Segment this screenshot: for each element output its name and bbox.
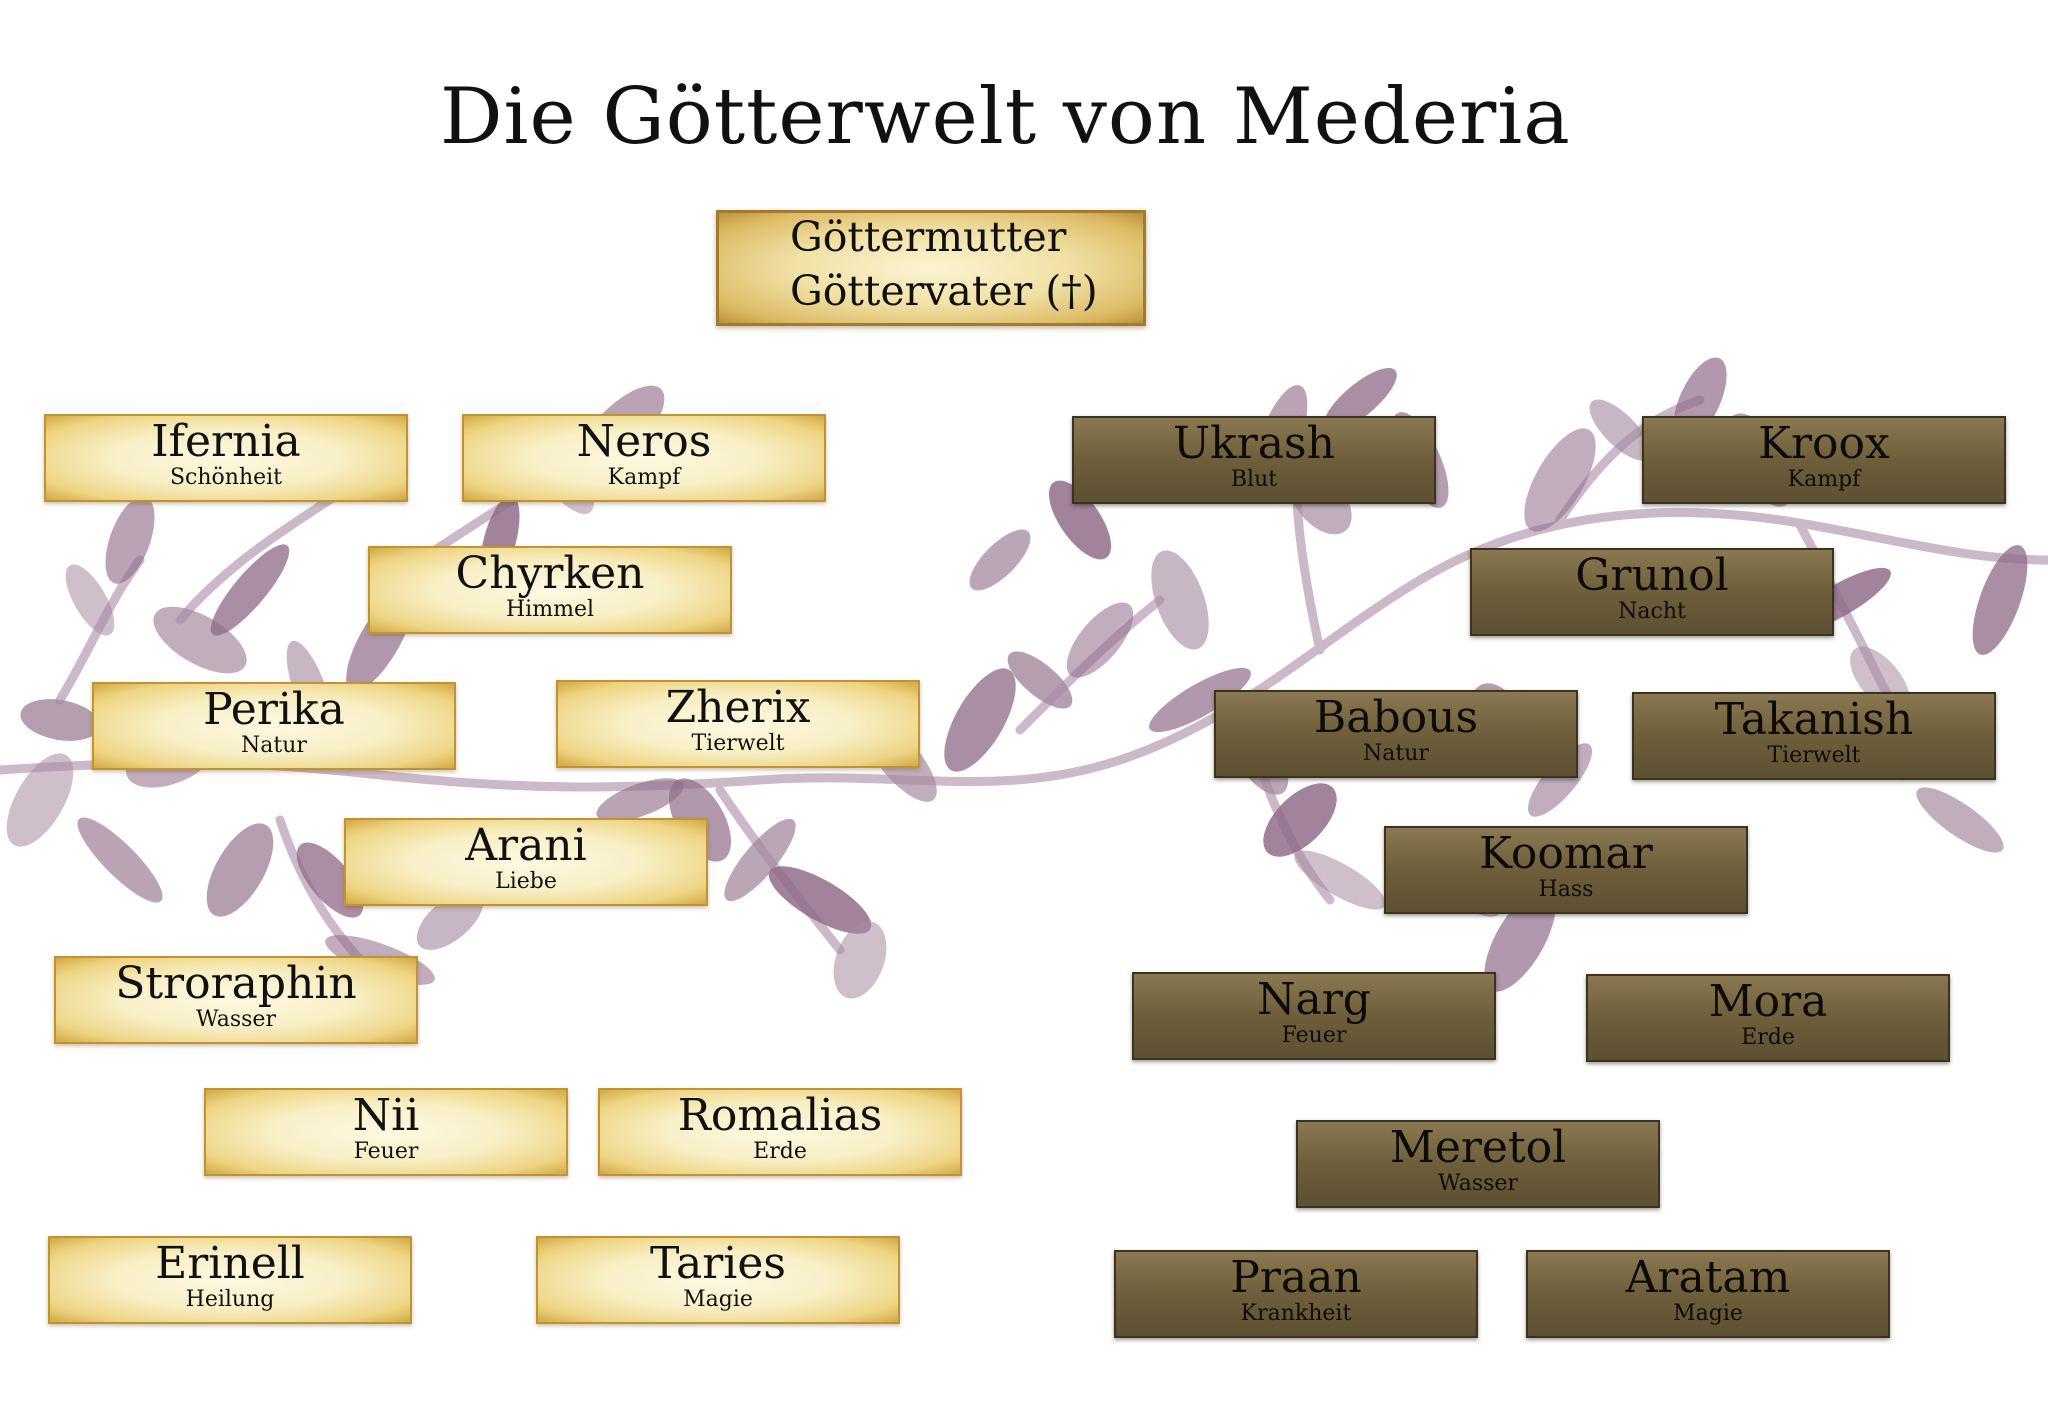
god-name: Erinell [155, 1238, 305, 1289]
god-domain: Kampf [1787, 467, 1861, 492]
leaf [1066, 602, 1134, 678]
leaf [77, 817, 163, 903]
god-tag-aratam: Aratam Magie [1526, 1250, 1890, 1338]
god-name: Perika [203, 684, 345, 735]
god-name: Ukrash [1173, 418, 1335, 469]
leaf [65, 564, 115, 636]
god-tag-mora: Mora Erde [1586, 974, 1950, 1062]
god-tag-ukrash: Ukrash Blut [1072, 416, 1436, 504]
god-domain: Krankheit [1240, 1301, 1352, 1326]
god-name: Chyrken [455, 548, 645, 599]
god-tag-grunol: Grunol Nacht [1470, 548, 1834, 636]
leaf [6, 753, 74, 847]
god-name: Ifernia [151, 416, 301, 467]
god-domain: Kampf [607, 465, 681, 490]
god-tag-ifernia: Ifernia Schönheit [44, 414, 408, 502]
god-domain: Magie [683, 1287, 753, 1312]
god-name: Taries [650, 1238, 786, 1289]
god-tag-nii: Nii Feuer [204, 1088, 568, 1176]
leaf [1484, 888, 1556, 992]
page-title: Die Götterwelt von Mederia [440, 72, 1571, 162]
leaf [1151, 550, 1209, 650]
god-domain: Nacht [1618, 599, 1686, 624]
god-domain: Tierwelt [1767, 743, 1861, 768]
god-tag-narg: Narg Feuer [1132, 972, 1496, 1060]
leaf [1048, 480, 1112, 560]
leaf [969, 529, 1031, 591]
god-domain: Tierwelt [691, 731, 785, 756]
god-domain: Wasser [1438, 1171, 1518, 1196]
god-name: Babous [1313, 692, 1479, 743]
god-tag-neros: Neros Kampf [462, 414, 826, 502]
god-domain: Wasser [196, 1007, 276, 1032]
god-domain: Erde [753, 1139, 807, 1164]
god-name: Zherix [665, 682, 811, 733]
leaf [1524, 428, 1596, 532]
god-tag-erinell: Erinell Heilung [48, 1236, 412, 1324]
god-domain: Feuer [1281, 1023, 1347, 1048]
god-tag-praan: Praan Krankheit [1114, 1250, 1478, 1338]
god-name: Koomar [1479, 828, 1653, 879]
god-name: Mora [1708, 976, 1828, 1027]
god-name: Kroox [1758, 418, 1890, 469]
leaf [724, 818, 796, 902]
god-domain: Blut [1230, 467, 1278, 492]
god-domain: Erde [1741, 1025, 1795, 1050]
leaf [944, 668, 1016, 772]
leaf [833, 921, 887, 999]
god-tag-zherix: Zherix Tierwelt [556, 680, 920, 768]
god-name: Narg [1257, 974, 1371, 1025]
god-domain: Natur [1363, 741, 1429, 766]
god-domain: Himmel [506, 597, 594, 622]
god-domain: Magie [1673, 1301, 1743, 1326]
god-domain: Feuer [353, 1139, 419, 1164]
god-tag-perika: Perika Natur [92, 682, 456, 770]
god-name: Arani [465, 820, 587, 871]
god-tag-koomar: Koomar Hass [1384, 826, 1748, 914]
leaf [1972, 545, 2028, 655]
god-name: Stroraphin [115, 958, 357, 1009]
god-tag-stroraphin: Stroraphin Wasser [54, 956, 418, 1044]
god-name: Romalias [677, 1090, 883, 1141]
god-tag-meretol: Meretol Wasser [1296, 1120, 1660, 1208]
god-tag-arani: Arani Liebe [344, 818, 708, 906]
leaf [596, 778, 684, 822]
leaf [20, 699, 100, 741]
parents-tag: Göttermutter Göttervater (†) [716, 210, 1146, 326]
god-name: Grunol [1575, 550, 1729, 601]
god-name: Meretol [1389, 1122, 1567, 1173]
god-domain: Heilung [185, 1287, 275, 1312]
god-tag-babous: Babous Natur [1214, 690, 1578, 778]
leaf [206, 823, 274, 917]
god-name: Praan [1230, 1252, 1362, 1303]
leaf [153, 606, 247, 674]
god-name: Takanish [1714, 694, 1914, 745]
leaf [1007, 651, 1073, 709]
leaf [105, 496, 155, 584]
god-domain: Schönheit [169, 465, 283, 490]
leaf [1589, 399, 1651, 461]
leaf [1916, 787, 2004, 853]
leaf [768, 866, 872, 934]
leaf [1149, 667, 1251, 733]
god-tag-taries: Taries Magie [536, 1236, 900, 1324]
leaf [1263, 783, 1337, 857]
god-domain: Natur [241, 733, 307, 758]
god-name: Nii [352, 1090, 420, 1141]
leaf [210, 544, 290, 636]
god-domain: Liebe [495, 869, 557, 894]
parents-line-mother: Göttermutter [790, 213, 1067, 261]
god-domain: Hass [1538, 877, 1594, 902]
god-tag-chyrken: Chyrken Himmel [368, 546, 732, 634]
leaf [1294, 850, 1386, 910]
god-name: Aratam [1625, 1252, 1791, 1303]
parents-line-father: Göttervater (†) [790, 267, 1098, 315]
god-tag-kroox: Kroox Kampf [1642, 416, 2006, 504]
god-tag-takanish: Takanish Tierwelt [1632, 692, 1996, 780]
god-tag-romalias: Romalias Erde [598, 1088, 962, 1176]
god-name: Neros [576, 416, 712, 467]
